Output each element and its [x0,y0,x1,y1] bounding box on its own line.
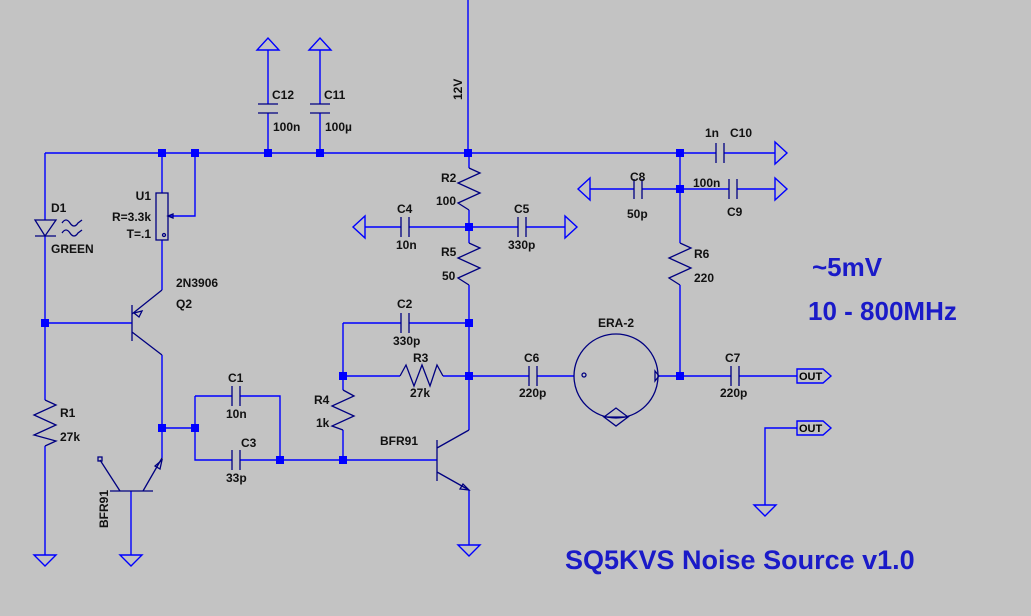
led-d1 [33,219,83,238]
supply-label: 12V [451,79,465,100]
resistors [32,167,693,447]
junction-dots [41,149,684,464]
r2-ref: R2 [441,171,457,185]
wires [44,0,797,555]
u1-tap: T=.1 [127,227,152,241]
q1-value: BFR91 [97,490,111,528]
c9-value: 100n [693,176,720,190]
c1-ref: C1 [228,371,244,385]
c2-ref: C2 [397,297,413,311]
q2-value: 2N3906 [176,276,218,290]
u1-resistance: R=3.3k [112,210,151,224]
ground-icon [32,554,58,567]
c11-value: 100µ [325,120,352,134]
r3-ref: R3 [413,351,429,365]
r5-ref: R5 [441,245,457,259]
c3-ref: C3 [241,436,257,450]
d1-value: GREEN [51,242,94,256]
r1-value: 27k [60,430,80,444]
output-port-1: OUT [796,368,833,384]
ground-icon [118,554,144,567]
c5-value: 330p [508,238,535,252]
amplifier-era2 [573,333,660,427]
ground-icon [774,176,789,202]
potentiometer-u1 [155,192,174,241]
output-port-2: OUT [796,420,833,436]
r2-value: 100 [436,194,456,208]
c5-ref: C5 [514,202,530,216]
ground-icon [255,36,281,51]
r5-value: 50 [442,269,456,283]
c3-value: 33p [226,471,247,485]
ground-icon [307,36,333,51]
c12-value: 100n [273,120,300,134]
ground-symbols [32,36,789,567]
capacitors [231,103,740,470]
component-labels: 12V C12 100n C11 100µ 1n C10 100n C9 C8 … [51,79,752,528]
c4-value: 10n [396,238,417,252]
transistor-q1 [97,456,164,492]
port-label: OUT [799,423,823,435]
q2-ref: Q2 [176,297,192,311]
ground-icon [456,544,482,557]
schematic-title: SQ5KVS Noise Source v1.0 [565,545,915,575]
r1-ref: R1 [60,406,76,420]
transistor-q2 [131,289,163,356]
r3-value: 27k [410,386,430,400]
c12-ref: C12 [272,88,294,102]
c8-ref: C8 [630,170,646,184]
c11-ref: C11 [324,88,346,102]
c1-value: 10n [226,407,247,421]
band-note: 10 - 800MHz [808,296,957,326]
d1-ref: D1 [51,201,67,215]
r6-value: 220 [694,271,714,285]
c7-value: 220p [720,386,747,400]
c7-ref: C7 [725,351,741,365]
transistor-q3 [436,429,471,491]
ground-icon [774,140,789,166]
ground-icon [576,176,591,202]
ground-icon [351,214,366,240]
c6-ref: C6 [524,351,540,365]
ground-icon [564,214,579,240]
amplitude-note: ~5mV [812,252,883,282]
q3-value: BFR91 [380,434,418,448]
era2-ref: ERA-2 [598,316,634,330]
ground-icon [752,504,778,517]
r4-value: 1k [316,416,330,430]
c9-ref: C9 [727,205,743,219]
c10-ref: C10 [730,126,752,140]
c6-value: 220p [519,386,546,400]
r4-ref: R4 [314,393,330,407]
c2-value: 330p [393,334,420,348]
c4-ref: C4 [397,202,413,216]
u1-ref: U1 [136,189,152,203]
r6-ref: R6 [694,247,710,261]
c8-value: 50p [627,207,648,221]
c10-value: 1n [705,126,719,140]
port-label: OUT [799,371,823,383]
